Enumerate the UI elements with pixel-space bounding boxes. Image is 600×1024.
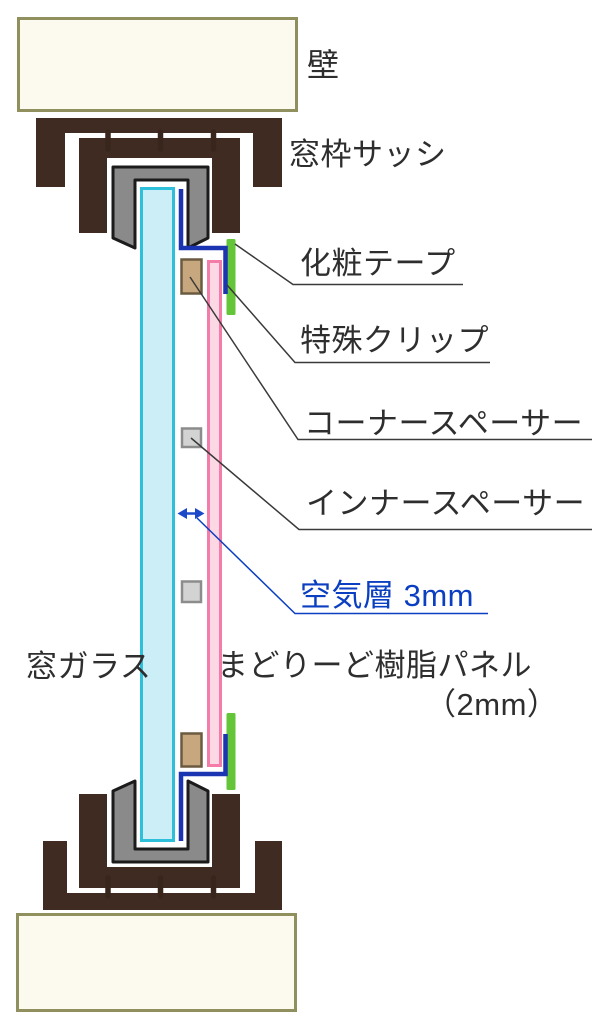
label-corner-spacer: コーナースペーサー <box>304 406 584 441</box>
label-glass: 窓ガラス <box>26 649 152 684</box>
sash-inner-top <box>79 138 240 233</box>
label-inner-spacer: インナースペーサー <box>306 486 586 521</box>
label-wall: 壁 <box>307 47 340 83</box>
label-panel: まどりーど樹脂パネル <box>217 648 532 683</box>
decorative-tape-top <box>226 239 236 315</box>
label-sash: 窓枠サッシ <box>289 137 447 172</box>
glazing-channel-top <box>111 165 210 250</box>
label-tape: 化粧テープ <box>300 246 456 281</box>
label-clip: 特殊クリップ <box>300 323 489 358</box>
leader-tape <box>234 243 463 286</box>
sash-ticks-top <box>105 129 217 152</box>
resin-panel <box>207 260 222 767</box>
sash-inner-bottom <box>79 794 240 888</box>
air-gap-arrow <box>177 508 205 519</box>
wall-top-block <box>17 17 298 112</box>
leader-corner-spacer <box>189 276 592 441</box>
inner-spacer-lower <box>180 580 203 604</box>
decorative-tape-bottom <box>226 713 236 790</box>
glazing-channel-bottom <box>111 779 210 864</box>
leader-clip <box>226 284 490 364</box>
wall-bottom-block <box>16 913 297 1012</box>
window-glass-pane <box>140 187 175 842</box>
leader-inner-spacer <box>190 437 592 531</box>
corner-spacer-top <box>180 258 203 295</box>
special-clip-top <box>178 189 228 294</box>
corner-spacer-bottom <box>180 732 203 768</box>
sash-ticks-bottom <box>105 875 217 899</box>
special-clip-bottom <box>178 734 228 841</box>
label-air-layer: 空気層 3mm <box>300 578 474 613</box>
leader-air-layer <box>196 517 488 615</box>
label-panel-thickness: （2mm） <box>425 687 559 722</box>
